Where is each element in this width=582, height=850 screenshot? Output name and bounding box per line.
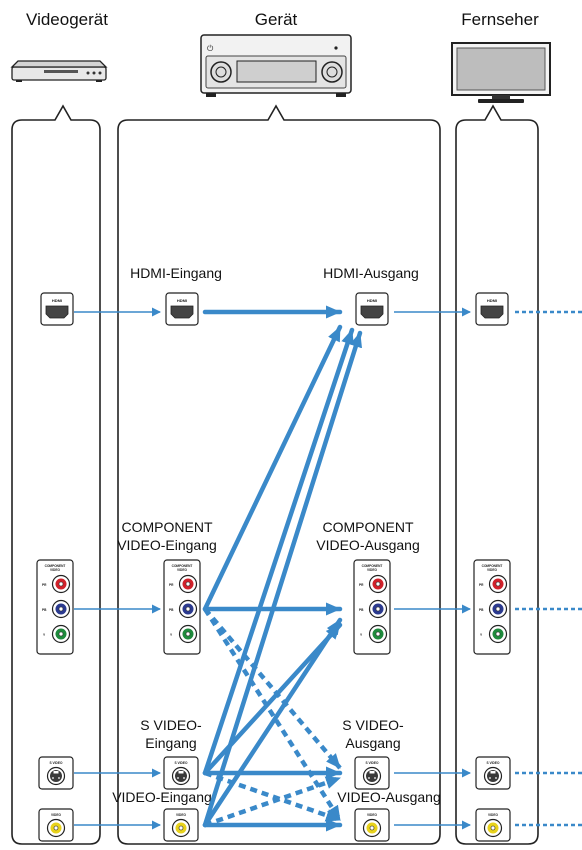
svg-text:HDMI: HDMI	[177, 298, 187, 303]
label-component-output-line2: VIDEO-Ausgang	[316, 537, 420, 553]
svg-text:⏻: ⏻	[207, 44, 214, 53]
label-svideo-output-line2: Ausgang	[345, 735, 400, 751]
svg-text:COMPONENT: COMPONENT	[172, 564, 193, 568]
svideo-jack-source: S VIDEO	[38, 756, 74, 790]
component-jacks-source: COMPONENT VIDEO PR PB Y	[36, 559, 74, 655]
video-jack-tv: VIDEO	[475, 808, 511, 842]
arrow-video-to-svideo	[204, 775, 341, 828]
arrow-video-to-hdmi	[202, 330, 363, 828]
label-component-input-line2: VIDEO-Eingang	[117, 537, 217, 553]
hdmi-jack-source: HDMI	[40, 292, 74, 326]
arrow-component-to-video	[203, 607, 342, 822]
svg-text:COMPONENT: COMPONENT	[362, 564, 383, 568]
svg-text:S VIDEO: S VIDEO	[487, 761, 500, 765]
svg-text:PR: PR	[42, 583, 47, 587]
svg-text:VIDEO: VIDEO	[488, 813, 498, 817]
component-jacks-input: COMPONENT VIDEO PR PB Y	[163, 559, 201, 655]
svg-text:HDMI: HDMI	[487, 298, 497, 303]
arrow-video-to-component	[202, 617, 343, 828]
header-receiver: Gerät	[255, 10, 298, 29]
hdmi-jack-input: HDMI	[165, 292, 199, 326]
label-hdmi-output: HDMI-Ausgang	[323, 265, 419, 281]
svg-text:PB: PB	[169, 608, 174, 612]
label-svideo-output-line1: S VIDEO-	[342, 717, 404, 733]
arrow-component-to-svideo	[203, 607, 342, 770]
svg-text:PR: PR	[479, 583, 484, 587]
svg-text:VIDEO: VIDEO	[367, 568, 377, 572]
label-svideo-input-line2: Eingang	[145, 735, 196, 751]
svg-text:PB: PB	[359, 608, 364, 612]
label-component-output-line1: COMPONENT	[323, 519, 414, 535]
video-jack-input: VIDEO	[163, 808, 199, 842]
svg-text:VIDEO: VIDEO	[51, 813, 61, 817]
svg-text:PR: PR	[169, 583, 174, 587]
svg-text:VIDEO: VIDEO	[367, 813, 377, 817]
hdmi-jack-tv: HDMI	[475, 292, 509, 326]
svg-text:PR: PR	[359, 583, 364, 587]
component-jacks-tv: COMPONENT VIDEO PR PB Y	[473, 559, 511, 655]
video-player-icon	[10, 60, 108, 82]
svg-text:PB: PB	[479, 608, 484, 612]
svideo-jack-output: S VIDEO	[354, 756, 390, 790]
label-svideo-input-line1: S VIDEO-	[140, 717, 202, 733]
arrow-svideo-to-hdmi	[202, 327, 355, 776]
label-video-output: VIDEO-Ausgang	[337, 789, 441, 805]
video-jack-output: VIDEO	[354, 808, 390, 842]
label-component-input-line1: COMPONENT	[122, 519, 213, 535]
svg-text:Y: Y	[43, 633, 46, 637]
label-video-input: VIDEO-Eingang	[112, 789, 212, 805]
video-jack-source: VIDEO	[38, 808, 74, 842]
header-tv: Fernseher	[461, 10, 539, 29]
tv-icon	[451, 42, 551, 103]
svg-text:COMPONENT: COMPONENT	[45, 564, 66, 568]
svg-text:Y: Y	[360, 633, 363, 637]
svideo-jack-input: S VIDEO	[163, 756, 199, 790]
svg-text:VIDEO: VIDEO	[487, 568, 497, 572]
downconversion-arrows	[203, 607, 342, 828]
hdmi-jack-output: HDMI	[355, 292, 389, 326]
svg-text:COMPONENT: COMPONENT	[482, 564, 503, 568]
svg-text:HDMI: HDMI	[367, 298, 377, 303]
thin-connection-arrows	[74, 307, 471, 830]
svideo-jack-tv: S VIDEO	[475, 756, 511, 790]
component-jacks-output: COMPONENT VIDEO PR PB Y	[353, 559, 391, 655]
svg-text:Y: Y	[480, 633, 483, 637]
svg-text:S VIDEO: S VIDEO	[366, 761, 379, 765]
svg-text:VIDEO: VIDEO	[177, 568, 187, 572]
arrow-svideo-to-component	[202, 622, 343, 776]
label-hdmi-input: HDMI-Eingang	[130, 265, 222, 281]
header-source-device: Videogerät	[26, 10, 108, 29]
svg-text:S VIDEO: S VIDEO	[50, 761, 63, 765]
conversion-arrows	[202, 305, 363, 832]
svg-text:PB: PB	[42, 608, 47, 612]
source-panel-frame	[11, 104, 101, 845]
arrow-component-to-hdmi	[202, 324, 343, 612]
tv-continuation-lines	[515, 310, 582, 827]
svg-text:VIDEO: VIDEO	[176, 813, 186, 817]
svg-text:VIDEO: VIDEO	[50, 568, 60, 572]
av-receiver-icon: ⏻	[200, 34, 352, 97]
receiver-panel-frame	[117, 104, 441, 845]
svg-text:HDMI: HDMI	[52, 298, 62, 303]
svg-text:Y: Y	[170, 633, 173, 637]
svg-text:S VIDEO: S VIDEO	[175, 761, 188, 765]
tv-panel-frame	[455, 104, 539, 845]
